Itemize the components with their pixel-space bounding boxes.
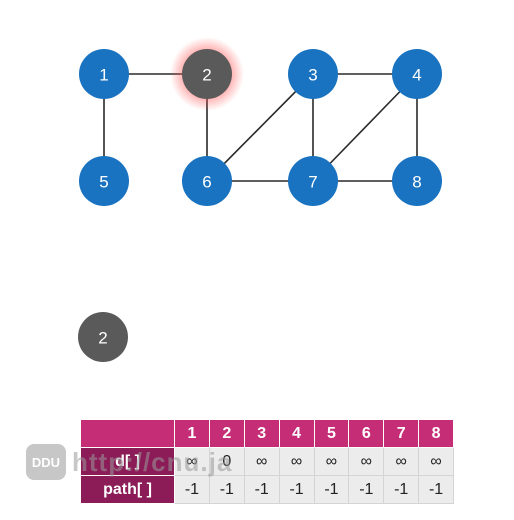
queue-item-circle: [78, 312, 128, 362]
queue-layer: 2: [78, 312, 128, 362]
edge-3-6: [206, 73, 314, 182]
node-label: 2: [202, 66, 211, 85]
distance-cell: ∞: [243, 447, 280, 476]
node-circle: [392, 49, 442, 99]
distance-cell: ∞: [174, 447, 210, 476]
node-circle: [288, 156, 338, 206]
node-2[interactable]: 2: [170, 37, 244, 111]
node-8[interactable]: 8: [392, 156, 442, 206]
table-header-cell: 3: [243, 419, 280, 448]
node-5[interactable]: 5: [79, 156, 129, 206]
table-header-cell: 5: [313, 419, 350, 448]
node-label: 6: [202, 173, 211, 192]
node-circle: [182, 49, 232, 99]
path-cell: -1: [208, 475, 245, 504]
distance-cell: ∞: [348, 447, 385, 476]
table-header-cell: 1: [174, 419, 210, 448]
node-6[interactable]: 6: [182, 156, 232, 206]
table-header-cell: 6: [348, 419, 385, 448]
path-cell: -1: [278, 475, 315, 504]
path-cell: -1: [383, 475, 420, 504]
table-header-cell: 7: [383, 419, 420, 448]
node-label: 3: [308, 66, 317, 85]
node-label: 7: [308, 173, 317, 192]
table-header-cell: 4: [278, 419, 315, 448]
node-7[interactable]: 7: [288, 156, 338, 206]
distance-cell: ∞: [278, 447, 315, 476]
distance-cell: 0: [208, 447, 245, 476]
bfs-table: 1 2 3 4 5 6 7 8 d[ ] ∞ 0 ∞ ∞ ∞ ∞ ∞ ∞ pat…: [80, 419, 454, 504]
node-4[interactable]: 4: [392, 49, 442, 99]
row-label-path: path[ ]: [80, 475, 175, 504]
row-label-distance: d[ ]: [80, 447, 175, 476]
distance-cell: ∞: [313, 447, 350, 476]
queue-item: 2: [78, 312, 128, 362]
node-circle: [288, 49, 338, 99]
node-circle: [79, 156, 129, 206]
node-circle: [392, 156, 442, 206]
distance-cell: ∞: [383, 447, 420, 476]
edges-layer: [103, 73, 418, 182]
nodes-layer: 1 2 3 4 5 6 7 8: [79, 37, 442, 206]
table-header-row: 1 2 3 4 5 6 7 8: [80, 419, 454, 448]
node-label: 5: [99, 173, 108, 192]
node-label: 8: [412, 173, 421, 192]
table-header-cell: 2: [208, 419, 245, 448]
node-label: 4: [412, 66, 421, 85]
queue-item-label: 2: [98, 329, 107, 348]
path-cell: -1: [243, 475, 280, 504]
node-label: 1: [99, 66, 108, 85]
table-header-corner: [80, 419, 175, 448]
path-cell: -1: [313, 475, 350, 504]
path-cell: -1: [348, 475, 385, 504]
table-row-path: path[ ] -1 -1 -1 -1 -1 -1 -1 -1: [80, 475, 454, 504]
distance-cell: ∞: [418, 447, 454, 476]
path-cell: -1: [418, 475, 454, 504]
node-circle: [79, 49, 129, 99]
path-cell: -1: [174, 475, 210, 504]
node-circle: [182, 156, 232, 206]
node-3[interactable]: 3: [288, 49, 338, 99]
table-row-distance: d[ ] ∞ 0 ∞ ∞ ∞ ∞ ∞ ∞: [80, 447, 454, 476]
table-header-cell: 8: [418, 419, 454, 448]
node-1[interactable]: 1: [79, 49, 129, 99]
